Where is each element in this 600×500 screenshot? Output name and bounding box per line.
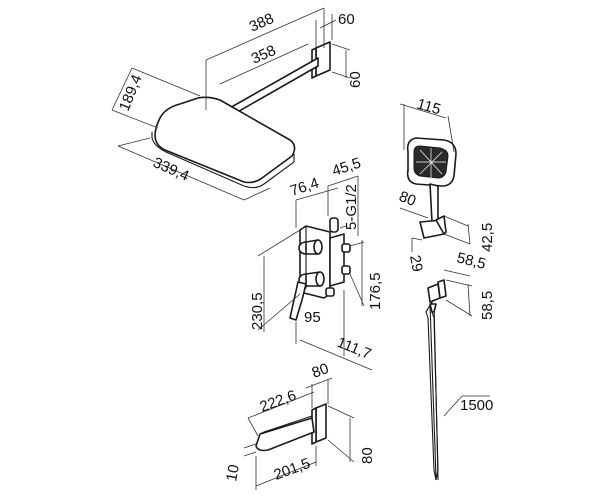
dim-spout-plate-height: 80 bbox=[359, 447, 376, 464]
hand-shower-handle bbox=[429, 183, 439, 223]
rain-shower-assembly bbox=[151, 41, 331, 189]
spout-wall-plate bbox=[315, 403, 327, 443]
dim-outlet-height: 58,5 bbox=[479, 291, 496, 320]
mixer-lever-handle bbox=[289, 281, 307, 321]
dim-arm-length-total: 388 bbox=[247, 10, 277, 36]
dim-arm-length-inner: 358 bbox=[249, 42, 279, 68]
dim-outlets: 5-G1/2 bbox=[343, 184, 360, 230]
dim-holder-height: 42,5 bbox=[479, 223, 496, 252]
dim-spout-height: 10 bbox=[223, 463, 243, 482]
dim-spout-length-total: 222,6 bbox=[258, 387, 299, 416]
dim-bracket-width: 60 bbox=[338, 11, 355, 28]
dim-holder-width: 29 bbox=[406, 254, 426, 273]
dim-spout-length: 201,5 bbox=[272, 455, 313, 484]
dim-total-depth: 111,7 bbox=[335, 334, 374, 363]
dim-handle-depth: 95 bbox=[304, 309, 321, 326]
dim-hand-head-width: 115 bbox=[415, 96, 443, 119]
spout-body bbox=[255, 417, 315, 452]
dim-hose-length: 1500 bbox=[460, 397, 493, 414]
hand-shower-assembly bbox=[406, 137, 457, 481]
mixer-outlet-top bbox=[329, 217, 339, 233]
hand-shower-dimensions: 115 80 42,5 29 58,5 58,5 1500 bbox=[397, 96, 496, 417]
dim-inlet-spacing: 176,5 bbox=[367, 272, 384, 310]
dim-plate-width: 76,4 bbox=[288, 175, 321, 200]
rain-shower-head bbox=[154, 96, 296, 184]
dim-spout-plate-width: 80 bbox=[310, 360, 331, 382]
dim-plate-height: 230,5 bbox=[249, 292, 266, 330]
dim-bracket-height: 60 bbox=[347, 71, 364, 88]
mixer-body bbox=[329, 233, 345, 287]
shower-hose bbox=[425, 300, 439, 481]
dim-holder-projection: 80 bbox=[397, 188, 419, 210]
bath-spout-assembly bbox=[255, 403, 327, 452]
dim-outlet-projection: 58,5 bbox=[455, 249, 487, 273]
mixer-valve-assembly bbox=[289, 217, 351, 321]
